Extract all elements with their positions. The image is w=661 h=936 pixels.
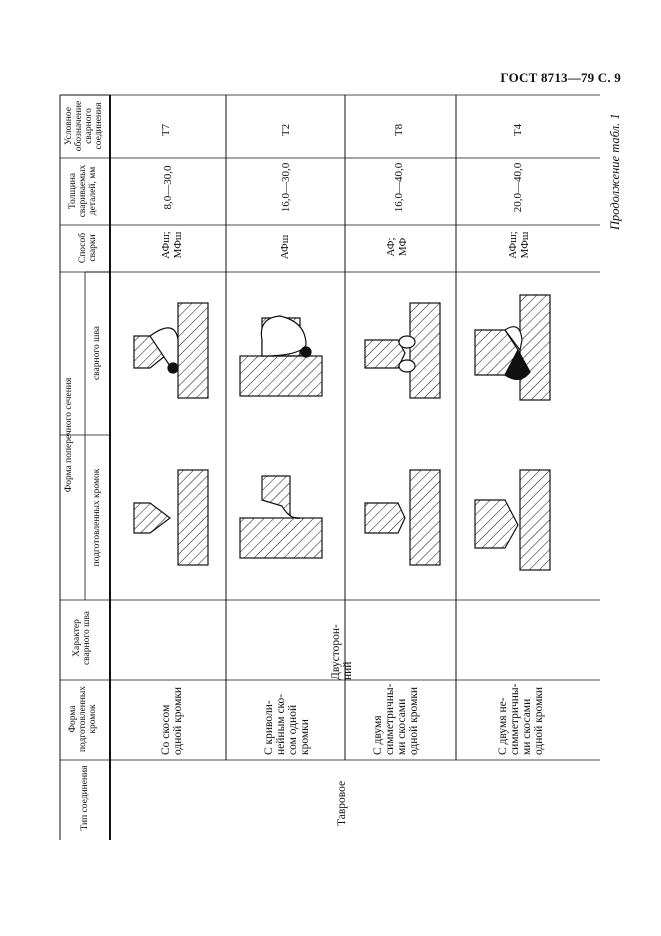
row4-thickness: 20,0—40,0 <box>512 162 524 213</box>
col-edge-form: Форма подготовленных кромок <box>68 685 98 753</box>
row1-weld-seam-drawing <box>133 302 209 399</box>
row4-prepared-edges-drawing <box>474 469 551 571</box>
row1-designation: Т7 <box>160 123 172 137</box>
row4-weld-seam-drawing <box>474 294 551 401</box>
page-header: ГОСТ 8713—79 С. 9 <box>500 70 621 85</box>
row1-edge-form: Со скосом одной кромки <box>160 686 184 755</box>
row2-thickness: 16,0—30,0 <box>280 162 292 213</box>
col-joint-type: Тип соединения <box>80 765 90 831</box>
col-prepared-edges: подготовленных кромок <box>92 468 102 567</box>
col-cross-section: Форма поперечного сечения <box>64 377 74 493</box>
row2-method: АФш <box>279 234 291 260</box>
row2-edge-form: С криволи- нейным ско- сом одной кромки <box>263 693 311 755</box>
row1-thickness: 8,0—30,0 <box>162 165 174 210</box>
col-method: Способ сварки <box>78 232 98 264</box>
row2-weld-seam-drawing <box>239 315 323 397</box>
joint-type-value: Тавровое <box>336 780 348 826</box>
row3-edge-form: С двумя симметричны- ми скосами одной кр… <box>372 683 420 755</box>
row4-method: АФш; МФш <box>507 231 531 259</box>
col-designation: Условное обозначение сварного соединения <box>64 100 104 152</box>
row1-prepared-edges-drawing <box>133 469 209 566</box>
row3-thickness: 16,0—40,0 <box>393 162 405 213</box>
row3-prepared-edges-drawing <box>364 469 441 566</box>
weld-character-value: Двусторон- ний <box>330 624 354 680</box>
col-thickness: Толщина свариваемых деталей, мм <box>68 164 98 218</box>
col-weld-seam: сварного шва <box>92 325 102 381</box>
row1-method: АФш; МФш <box>160 231 184 259</box>
row3-method: АФ; МФ <box>385 237 409 257</box>
row4-edge-form: С двумя не- симметричны- ми скосами одно… <box>497 683 545 755</box>
col-weld-character: Характер сварного шва <box>72 610 92 666</box>
row2-prepared-edges-drawing <box>239 475 323 559</box>
row3-weld-seam-drawing <box>364 302 441 399</box>
row2-designation: Т2 <box>280 123 292 137</box>
row3-designation: Т8 <box>393 123 405 137</box>
row4-designation: Т4 <box>512 123 524 137</box>
